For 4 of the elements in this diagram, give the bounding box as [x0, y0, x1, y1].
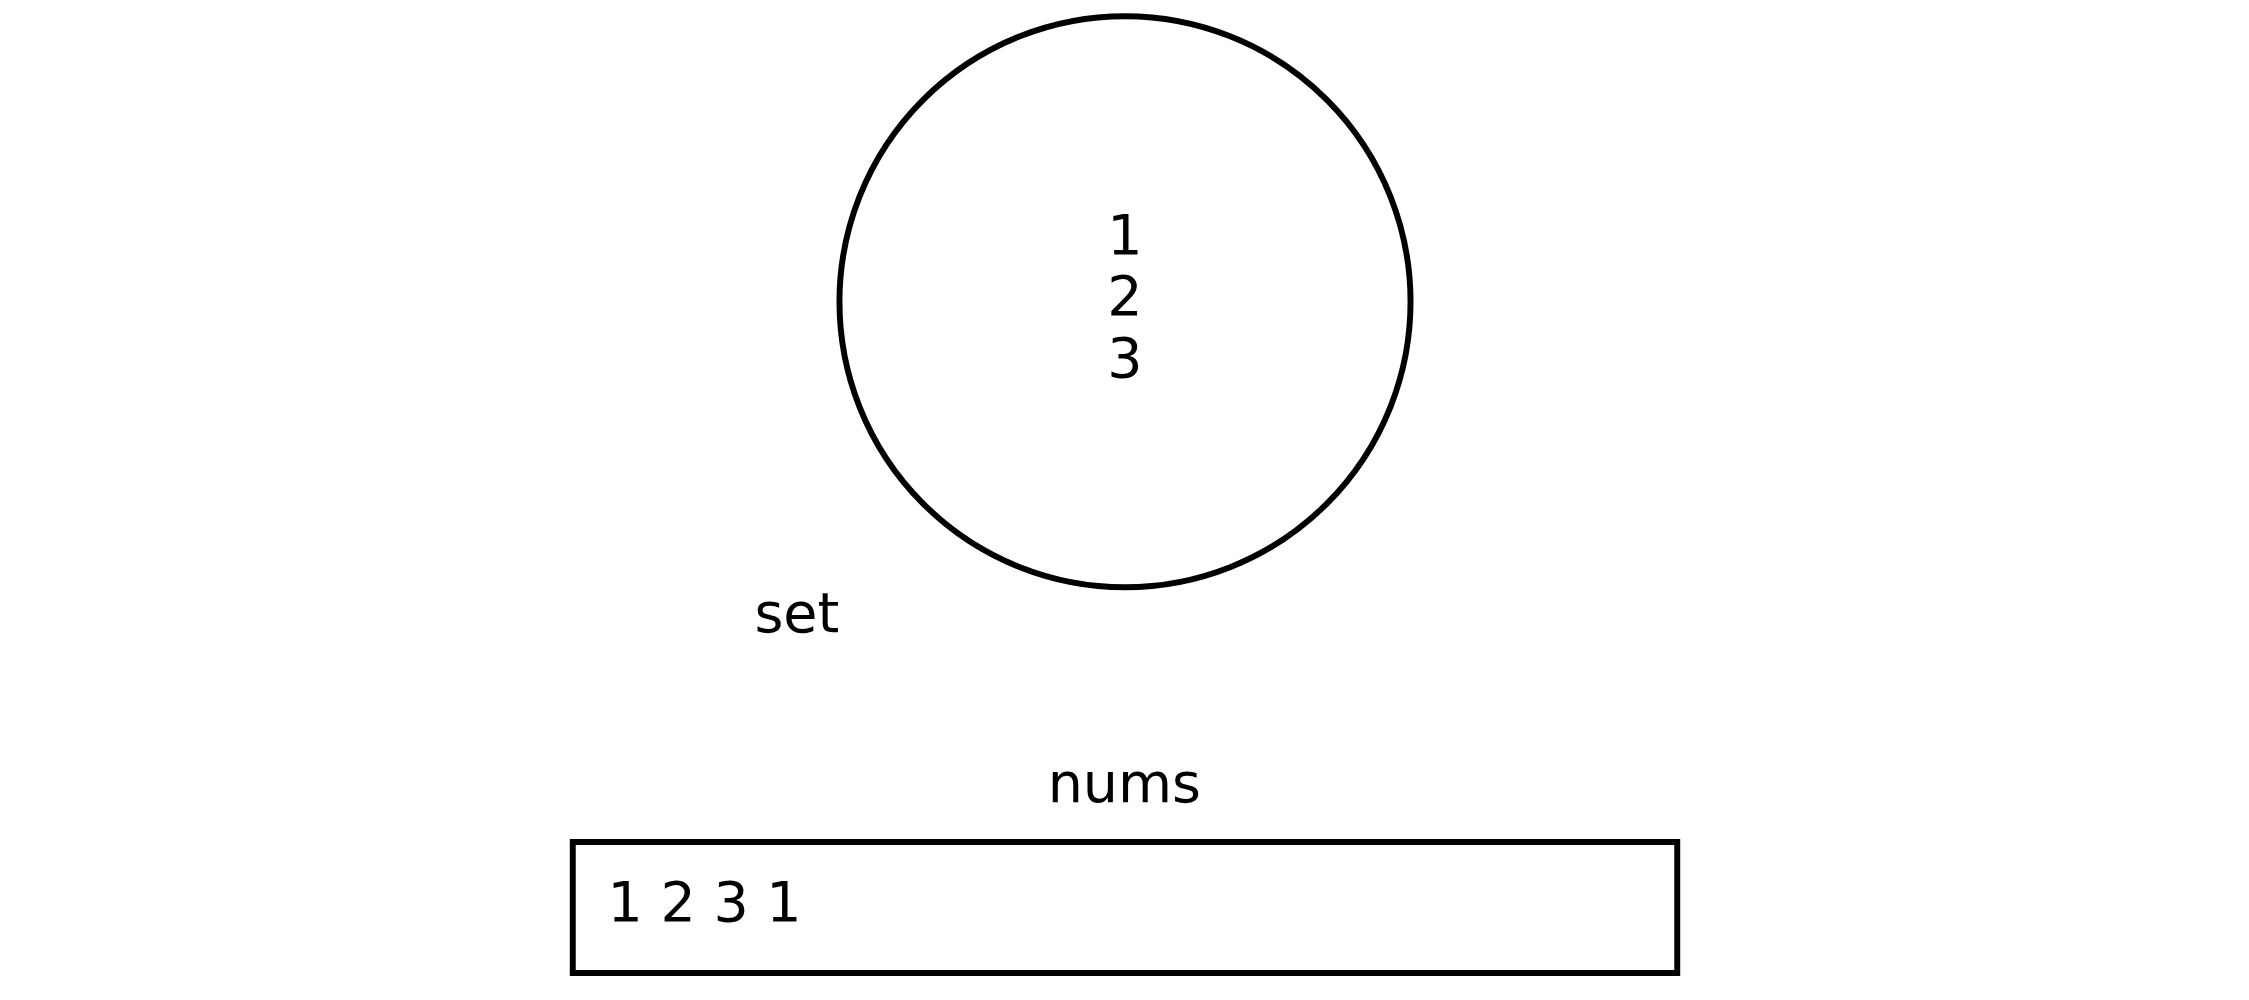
node-box: 1 2 3 1 [569, 839, 1680, 976]
node-label: set [753, 579, 839, 645]
node-label: nums [1047, 750, 1201, 816]
node-circle: 1 2 3 [836, 13, 1413, 591]
